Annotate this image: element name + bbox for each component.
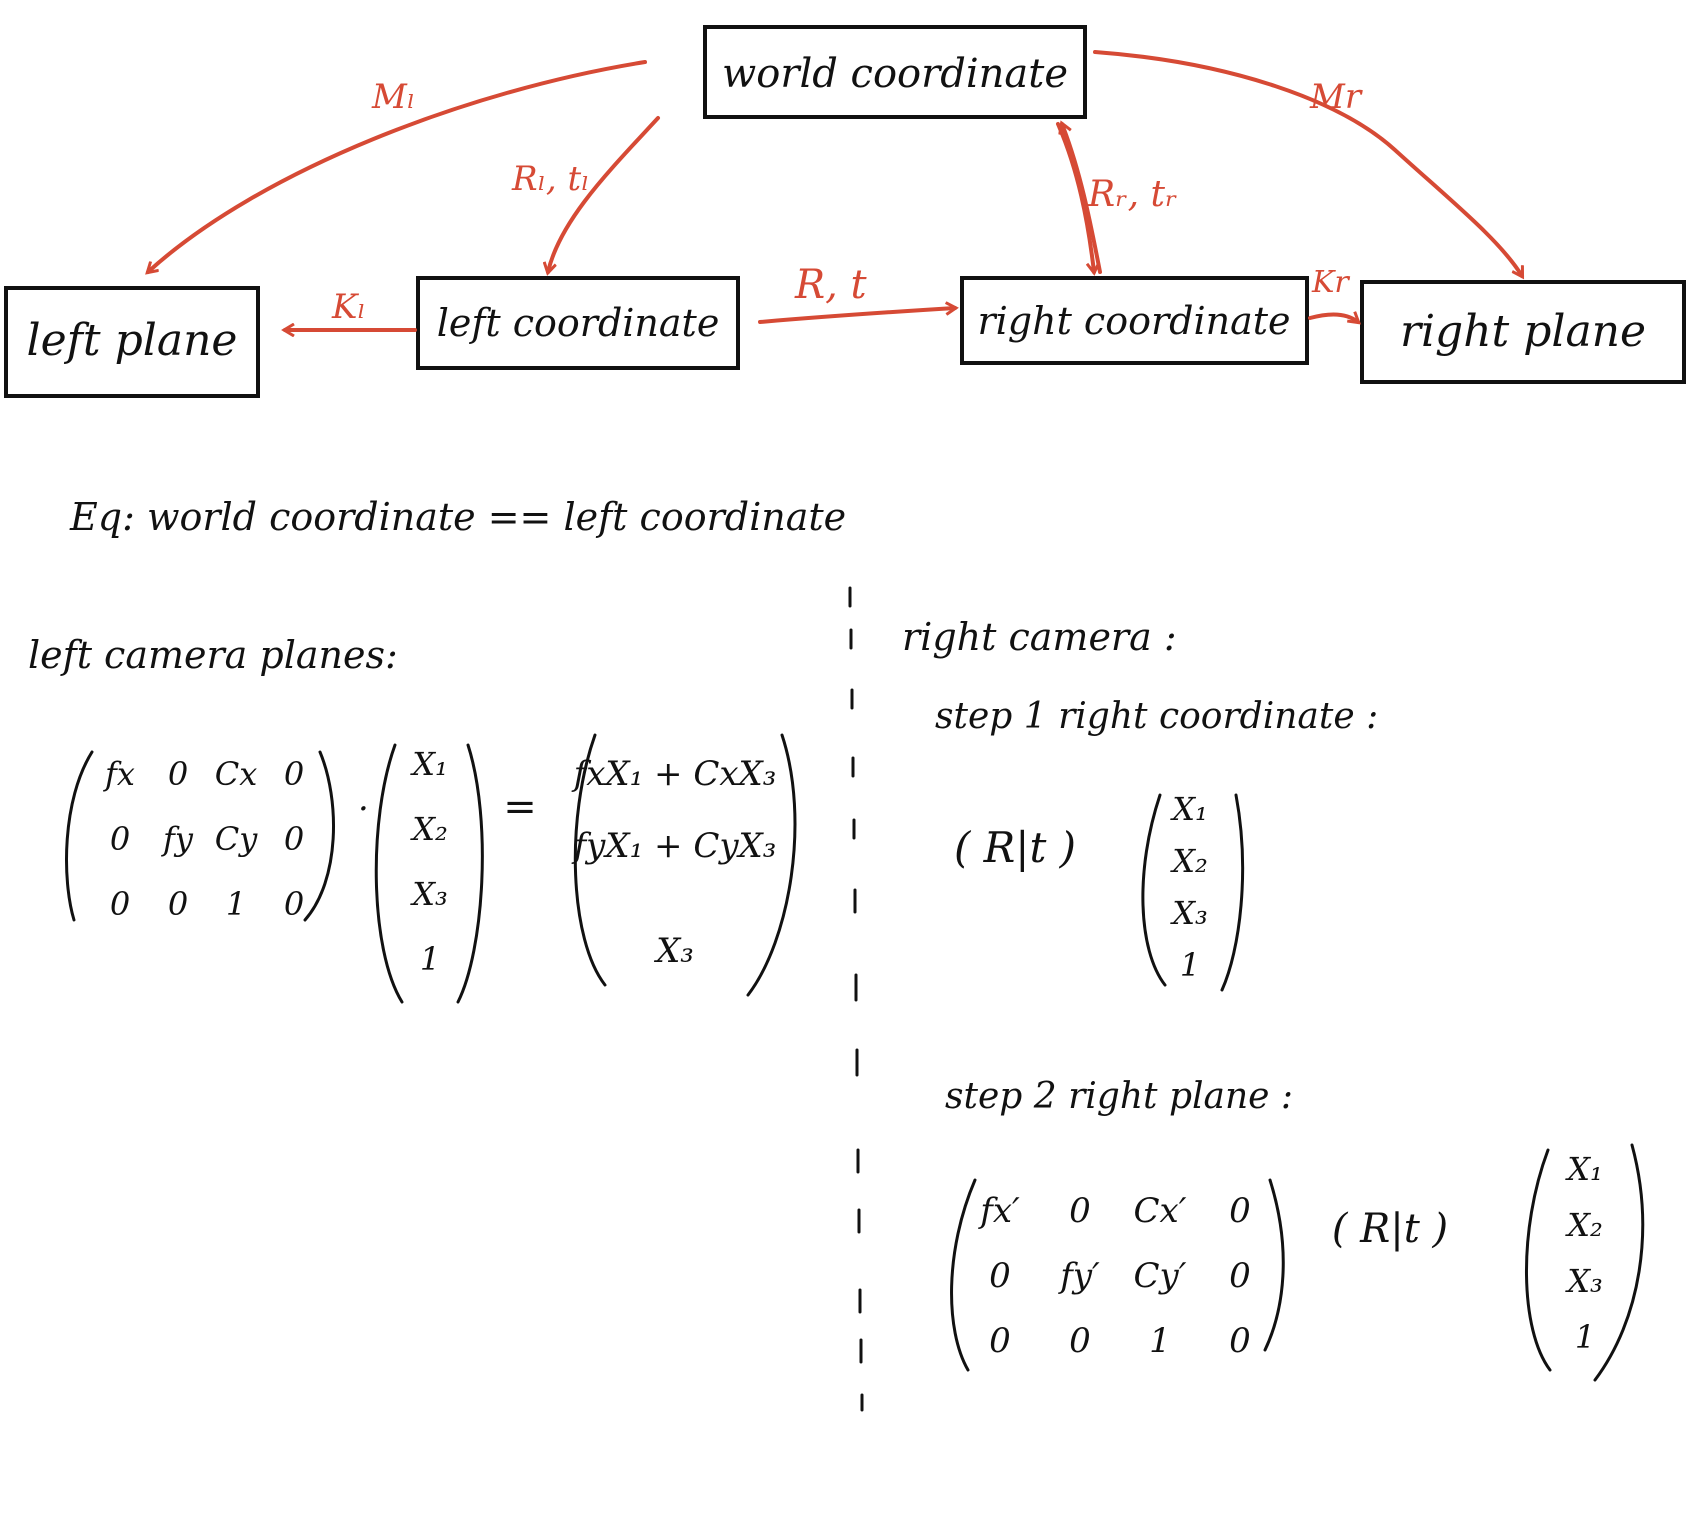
matrix-left-bracket <box>65 750 94 922</box>
vector-cell: X₁ <box>409 745 448 783</box>
dot-operator: · <box>358 789 369 829</box>
matrix-cell: 0 <box>284 820 304 858</box>
world-coordinate-node: world coordinate <box>703 25 1087 119</box>
vector-cell: X₃ <box>1564 1262 1603 1300</box>
world-coordinate-label: world coordinate <box>722 51 1068 97</box>
matrix-cell: Cx <box>215 755 258 793</box>
intrinsic-matrix-right: fx′ 0 Cx′ 0 0 fy′ Cy′ 0 0 0 1 0 <box>977 1191 1251 1361</box>
vector-left-bracket <box>374 743 404 1004</box>
homogeneous-point-vector: X₁ X₂ X₃ 1 <box>409 745 448 978</box>
vector-cell: X₂ <box>1564 1206 1603 1244</box>
result-right-bracket <box>746 733 797 997</box>
matrix-cell: Cx′ <box>1134 1191 1187 1231</box>
matrix-cell: 0 <box>1229 1256 1251 1296</box>
edge-mr-arrow <box>1093 50 1522 276</box>
matrix-cell: fy <box>161 820 194 858</box>
result-cell: fxX₁ + CxX₃ <box>571 754 777 794</box>
vector-cell: 1 <box>420 940 440 978</box>
edge-rr-tr-label: Rᵣ, tᵣ <box>1087 174 1177 215</box>
left-plane-node: left plane <box>4 286 260 398</box>
rt-matrix-step2: ( R|t ) <box>1332 1206 1448 1252</box>
edge-rl-tl-label: Rₗ, tₗ <box>511 159 589 199</box>
step2-matrix-left-bracket <box>950 1178 977 1372</box>
edge-kr-arrow <box>1308 315 1358 322</box>
step1-vector-left-bracket <box>1141 793 1167 987</box>
step2-vector-right-bracket <box>1593 1143 1645 1382</box>
matrix-cell: 0 <box>1229 1191 1251 1231</box>
edge-mr-label: Mr <box>1309 77 1363 117</box>
right-plane-label: right plane <box>1400 306 1646 357</box>
result-vector: fxX₁ + CxX₃ fyX₁ + CyX₃ X₃ <box>571 754 777 971</box>
matrix-cell: fx′ <box>977 1191 1020 1231</box>
step2-matrix-right-bracket <box>1263 1178 1285 1352</box>
step1-heading: step 1 right coordinate : <box>935 696 1378 737</box>
matrix-cell: 0 <box>284 755 304 793</box>
step2-vector-left-bracket <box>1525 1148 1552 1372</box>
edge-r-t-arrow <box>758 308 955 324</box>
edge-kl-label: Kₗ <box>331 287 366 327</box>
result-left-bracket <box>573 733 607 987</box>
left-coordinate-node: left coordinate <box>416 276 740 370</box>
matrix-cell: 0 <box>1229 1321 1251 1361</box>
matrix-cell: 0 <box>1069 1191 1091 1231</box>
edge-rr-tr-up-arrow <box>1062 124 1102 274</box>
vector-cell: 1 <box>1575 1318 1595 1356</box>
vector-cell: X₂ <box>409 810 448 848</box>
matrix-cell: 0 <box>284 885 304 923</box>
matrix-cell: 1 <box>1149 1321 1171 1361</box>
edge-r-t-label: R, t <box>794 262 868 308</box>
vector-cell: X₁ <box>1169 790 1208 828</box>
vector-cell: X₃ <box>409 875 448 913</box>
left-coordinate-label: left coordinate <box>437 301 720 345</box>
matrix-cell: 0 <box>168 885 188 923</box>
equals-sign: = <box>503 784 537 830</box>
matrix-cell: Cy <box>215 820 258 858</box>
vector-cell: X₃ <box>1169 894 1208 932</box>
matrix-cell: 0 <box>989 1256 1011 1296</box>
matrix-cell: fy′ <box>1057 1256 1100 1296</box>
matrix-right-bracket <box>303 750 336 922</box>
result-cell: X₃ <box>653 931 694 971</box>
divider-dashed-line <box>848 586 864 1412</box>
matrix-cell: 0 <box>1069 1321 1091 1361</box>
right-coordinate-label: right coordinate <box>977 299 1290 343</box>
matrix-cell: 0 <box>110 885 130 923</box>
matrix-cell: 0 <box>989 1321 1011 1361</box>
edge-kr-label: Kr <box>1311 265 1350 300</box>
edge-rr-tr-down-arrow <box>1056 122 1094 272</box>
vector-cell: X₂ <box>1169 842 1208 880</box>
left-plane-label: left plane <box>27 315 238 366</box>
rt-matrix-step1: ( R|t ) <box>954 823 1076 872</box>
result-cell: fyX₁ + CyX₃ <box>571 826 777 866</box>
matrix-cell: 1 <box>226 885 246 923</box>
vector-cell: 1 <box>1180 946 1200 984</box>
step1-point-vector: X₁ X₂ X₃ 1 <box>1169 790 1208 984</box>
step1-vector-right-bracket <box>1220 793 1245 992</box>
step1-equation: ( R|t ) X₁ X₂ X₃ 1 <box>954 790 1245 992</box>
right-plane-node: right plane <box>1360 280 1686 384</box>
eq-note: Eq: world coordinate == left coordinate <box>69 495 846 539</box>
matrix-cell: 0 <box>110 820 130 858</box>
matrix-cell: fx <box>103 755 135 793</box>
matrix-cell: Cy′ <box>1134 1256 1187 1296</box>
step2-point-vector: X₁ X₂ X₃ 1 <box>1564 1150 1603 1356</box>
vector-cell: X₁ <box>1564 1150 1603 1188</box>
edge-rl-tl-arrow <box>548 116 660 272</box>
right-coordinate-node: right coordinate <box>960 276 1309 365</box>
edge-ml-arrow <box>148 60 647 272</box>
left-camera-heading: left camera planes: <box>28 633 398 677</box>
step2-heading: step 2 right plane : <box>945 1076 1293 1117</box>
edge-ml-label: Mₗ <box>371 77 415 117</box>
right-camera-heading: right camera : <box>902 615 1177 659</box>
step2-equation: fx′ 0 Cx′ 0 0 fy′ Cy′ 0 0 0 1 0 ( R|t ) X₁ X₂ X₃ 1 <box>950 1143 1645 1382</box>
matrix-cell: 0 <box>168 755 188 793</box>
vector-right-bracket <box>456 743 484 1004</box>
